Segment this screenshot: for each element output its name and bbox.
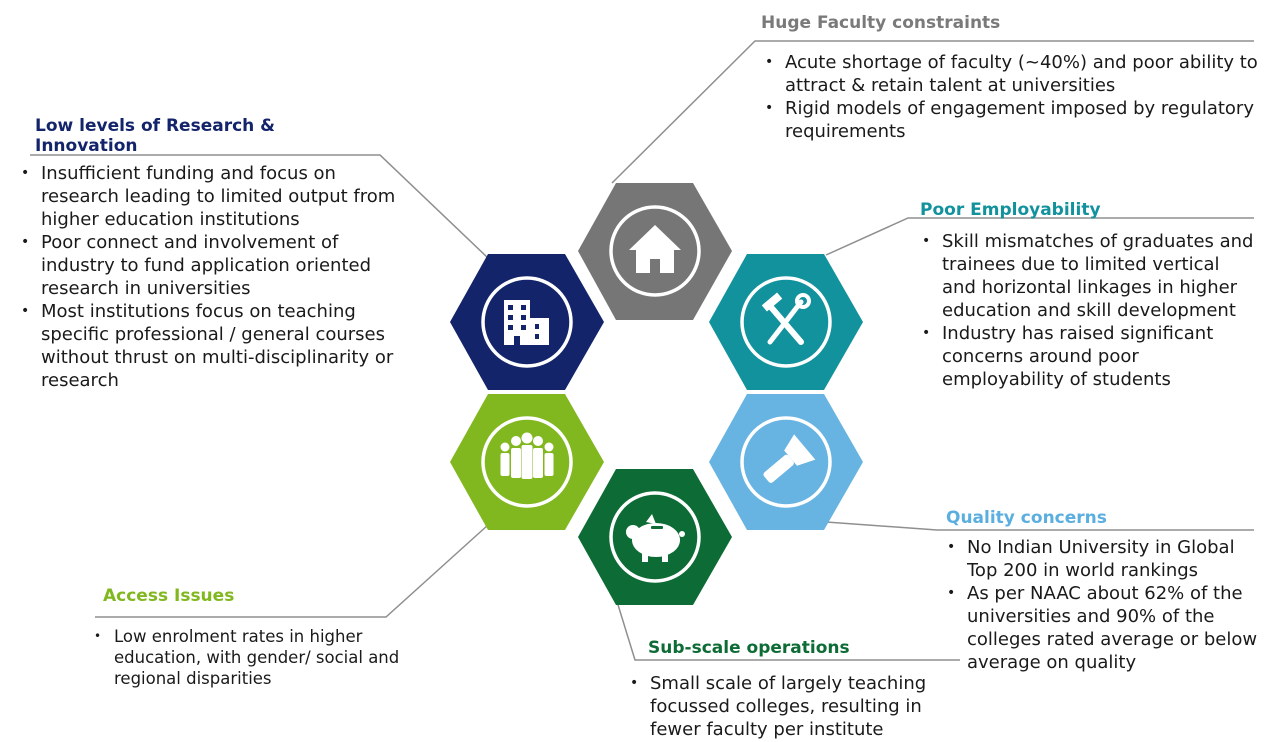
connector-research xyxy=(30,154,489,259)
flashlight-icon xyxy=(763,434,816,483)
bullet-item: Industry has raised significant concerns… xyxy=(918,322,1258,391)
employability-bullets: Skill mismatches of graduates and traine… xyxy=(918,230,1258,391)
bullet-item: Small scale of largely teaching focussed… xyxy=(626,672,961,741)
research-bullets: Insufficient funding and focus on resear… xyxy=(17,162,402,392)
people-icon xyxy=(500,432,554,479)
bullet-item: Skill mismatches of graduates and traine… xyxy=(918,230,1258,322)
hexagon-access xyxy=(450,394,604,530)
employability-block: Poor Employability Skill mismatches of g… xyxy=(918,200,1258,391)
quality-bullets: No Indian University in Global Top 200 i… xyxy=(943,536,1267,674)
faculty-title: Huge Faculty constraints xyxy=(761,13,1001,33)
hexagon-quality xyxy=(709,394,863,530)
bullet-item: Acute shortage of faculty (~40%) and poo… xyxy=(761,51,1261,97)
connector-quality xyxy=(825,521,1254,531)
tools-icon xyxy=(761,292,811,345)
hexagon-faculty xyxy=(578,183,732,320)
connector-access xyxy=(95,524,489,618)
bullet-item: Most institutions focus on teaching spec… xyxy=(17,300,402,392)
access-block: Access Issues Low enrolment rates in hig… xyxy=(90,586,410,689)
subscale-bullets: Small scale of largely teaching focussed… xyxy=(626,672,961,741)
access-bullets: Low enrolment rates in higher education,… xyxy=(90,626,410,689)
subscale-block: Sub-scale operations Small scale of larg… xyxy=(626,638,961,741)
research-block: Low levels of Research & Innovation Insu… xyxy=(17,116,402,392)
faculty-block: Huge Faculty constraints Acute shortage … xyxy=(761,13,1261,143)
research-title: Low levels of Research & Innovation xyxy=(35,116,276,156)
hexagon-research xyxy=(450,254,604,390)
quality-title: Quality concerns xyxy=(946,508,1107,528)
quality-block: Quality concerns No Indian University in… xyxy=(943,508,1267,674)
bullet-item: Rigid models of engagement imposed by re… xyxy=(761,97,1261,143)
connector-lines xyxy=(30,40,1254,661)
bullet-item: Insufficient funding and focus on resear… xyxy=(17,162,402,231)
faculty-bullets: Acute shortage of faculty (~40%) and poo… xyxy=(761,51,1261,143)
connector-faculty xyxy=(611,40,1254,184)
bullet-item: Low enrolment rates in higher education,… xyxy=(90,626,410,689)
hexagon-employability xyxy=(709,254,863,390)
subscale-title: Sub-scale operations xyxy=(648,638,850,658)
bullet-item: Poor connect and involvement of industry… xyxy=(17,231,402,300)
bullet-item: As per NAAC about 62% of the universitie… xyxy=(943,582,1267,674)
connector-employability xyxy=(825,217,1254,256)
connector-subscale xyxy=(614,594,960,661)
access-title: Access Issues xyxy=(103,586,235,606)
hexagon-subscale xyxy=(578,469,732,605)
employability-title: Poor Employability xyxy=(920,200,1101,220)
piggy-bank-icon xyxy=(626,514,685,562)
bullet-item: No Indian University in Global Top 200 i… xyxy=(943,536,1267,582)
